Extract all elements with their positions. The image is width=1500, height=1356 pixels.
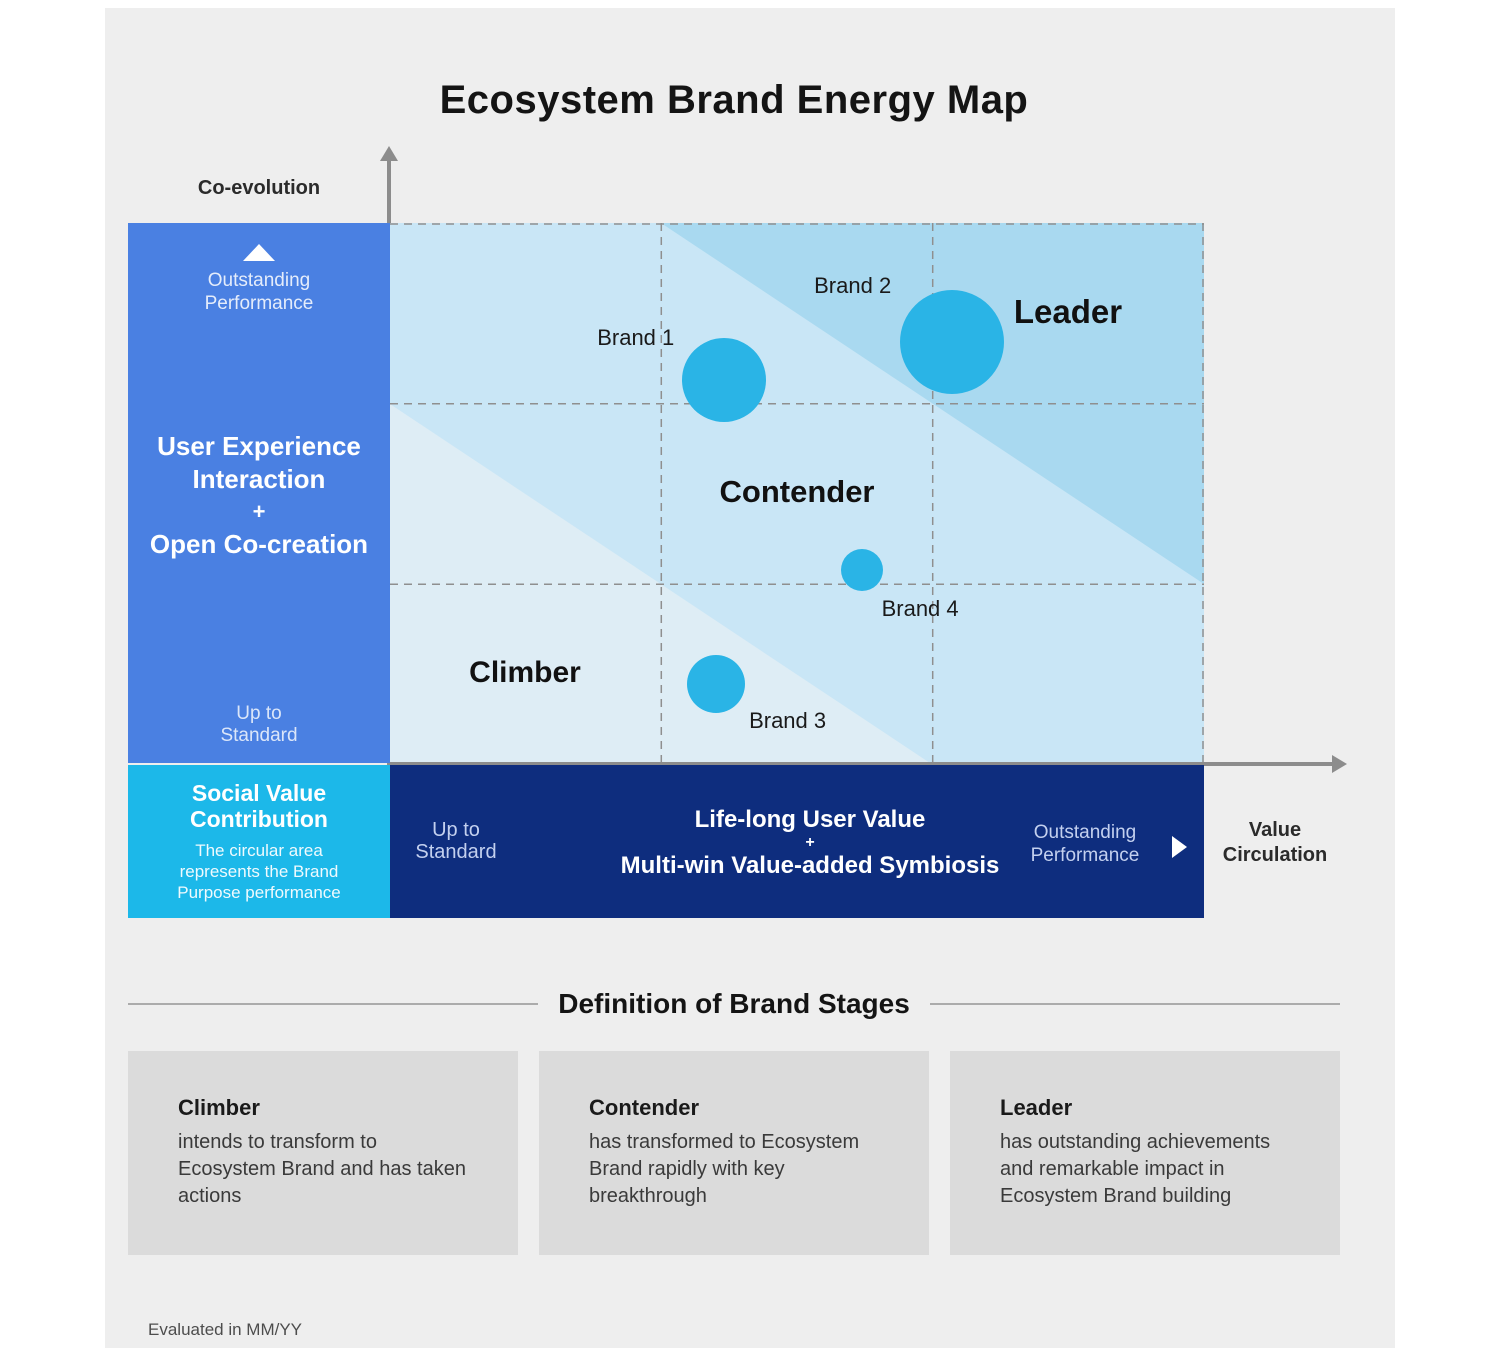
divider-right (929, 1003, 1341, 1005)
x-scale-right-line2: Performance (1030, 845, 1140, 866)
region-label-leader: Leader (1013, 293, 1123, 330)
x-scale-right-label: Outstanding Performance (1010, 821, 1160, 867)
card-body: has transformed to Ecosystem Brand rapid… (589, 1131, 860, 1207)
card-title: Climber (178, 1095, 260, 1120)
evaluation-date-note: Evaluated in MM/YY (148, 1320, 303, 1339)
card-body: intends to transform to Ecosystem Brand … (178, 1131, 466, 1207)
y-band-title: User Experience Interaction + Open Co-cr… (128, 430, 390, 561)
y-axis-label: Co-evolution (197, 177, 321, 199)
y-band-title-line3: Open Co-creation (149, 529, 369, 559)
brand-bubble (841, 548, 884, 591)
divider-left (128, 1003, 539, 1005)
social-value-title-line1: Social Value (191, 780, 327, 806)
social-value-note-line3: Purpose performance (177, 883, 341, 902)
x-band-title-line2: Multi-win Value-added Symbiosis (620, 852, 1000, 879)
card-title: Leader (1000, 1095, 1073, 1120)
y-band-title-line1: User Experience (157, 431, 361, 461)
brand-label: Brand 2 (814, 273, 892, 299)
bubble-map-plot: Leader Contender Climber Brand 1 Brand 2 B… (390, 223, 1204, 765)
x-band-title: Life-long User Value + Multi-win Value-a… (510, 805, 1110, 881)
social-value-note-line1: The circular area (195, 841, 323, 860)
definition-card-contender: Contender has transformed to Ecosystem B… (539, 1051, 929, 1255)
brand-bubble (899, 290, 1004, 395)
social-value-title-line2: Contribution (190, 806, 328, 832)
x-band-plus: + (805, 834, 815, 851)
x-axis-line (390, 762, 1334, 766)
y-band-title-line2: Interaction (192, 464, 326, 494)
y-axis-band: Outstanding Performance User Experience … (128, 223, 390, 763)
brand-bubble (681, 338, 766, 423)
social-value-title: Social Value Contribution (128, 780, 390, 832)
x-scale-right-line1: Outstanding (1033, 822, 1137, 843)
x-scale-left-label: Up to Standard (410, 819, 502, 863)
plot-overlay: Leader Contender Climber Brand 1 Brand 2 B… (390, 223, 1204, 765)
definition-card-climber: Climber intends to transform to Ecosyste… (128, 1051, 518, 1255)
x-axis-label-line1: Value (1248, 819, 1302, 841)
x-axis-label-line2: Circulation (1222, 844, 1328, 866)
y-scale-bottom-line1: Up to (236, 703, 282, 724)
region-label-contender: Contender (719, 474, 875, 509)
definition-card-leader: Leader has outstanding achievements and … (950, 1051, 1340, 1255)
brand-label: Brand 3 (749, 707, 827, 733)
x-band-title-line1: Life-long User Value (694, 806, 926, 833)
leader-band (661, 223, 1204, 584)
brand-bubble (686, 654, 745, 713)
y-scale-top-label: Outstanding Performance (128, 269, 390, 315)
brand-label: Brand 4 (881, 595, 959, 621)
card-title: Contender (589, 1095, 699, 1120)
region-label-climber: Climber (469, 656, 581, 689)
x-scale-left-line2: Standard (415, 841, 497, 863)
card-body: has outstanding achievements and remarka… (1000, 1131, 1271, 1207)
brand-label: Brand 1 (597, 325, 675, 351)
definition-cards: Climber intends to transform to Ecosyste… (128, 1051, 1340, 1255)
x-axis-band: Up to Standard Life-long User Value + Mu… (390, 765, 1204, 918)
y-axis-arrow-icon (380, 146, 398, 161)
definitions-header: Definition of Brand Stages (128, 988, 1341, 1020)
triangle-right-icon (1172, 836, 1187, 858)
x-axis-arrow-icon (1332, 755, 1347, 773)
social-value-note: The circular area represents the Brand P… (128, 840, 390, 903)
definitions-title: Definition of Brand Stages (558, 988, 910, 1019)
plot-bands-svg (390, 223, 1204, 765)
grid-lines (390, 223, 1204, 765)
y-band-plus: + (252, 499, 266, 524)
y-scale-top-line1: Outstanding (207, 270, 311, 291)
y-scale-bottom-line2: Standard (220, 725, 298, 746)
y-scale-bottom-label: Up to Standard (128, 703, 390, 747)
y-scale-top-line2: Performance (204, 293, 314, 314)
triangle-up-icon (243, 244, 275, 261)
social-value-note-line2: represents the Brand (179, 862, 339, 881)
page-title: Ecosystem Brand Energy Map (439, 78, 1029, 122)
x-axis-label: Value Circulation (1210, 818, 1340, 868)
x-scale-left-line1: Up to (432, 819, 480, 841)
social-value-box: Social Value Contribution The circular a… (128, 765, 390, 918)
